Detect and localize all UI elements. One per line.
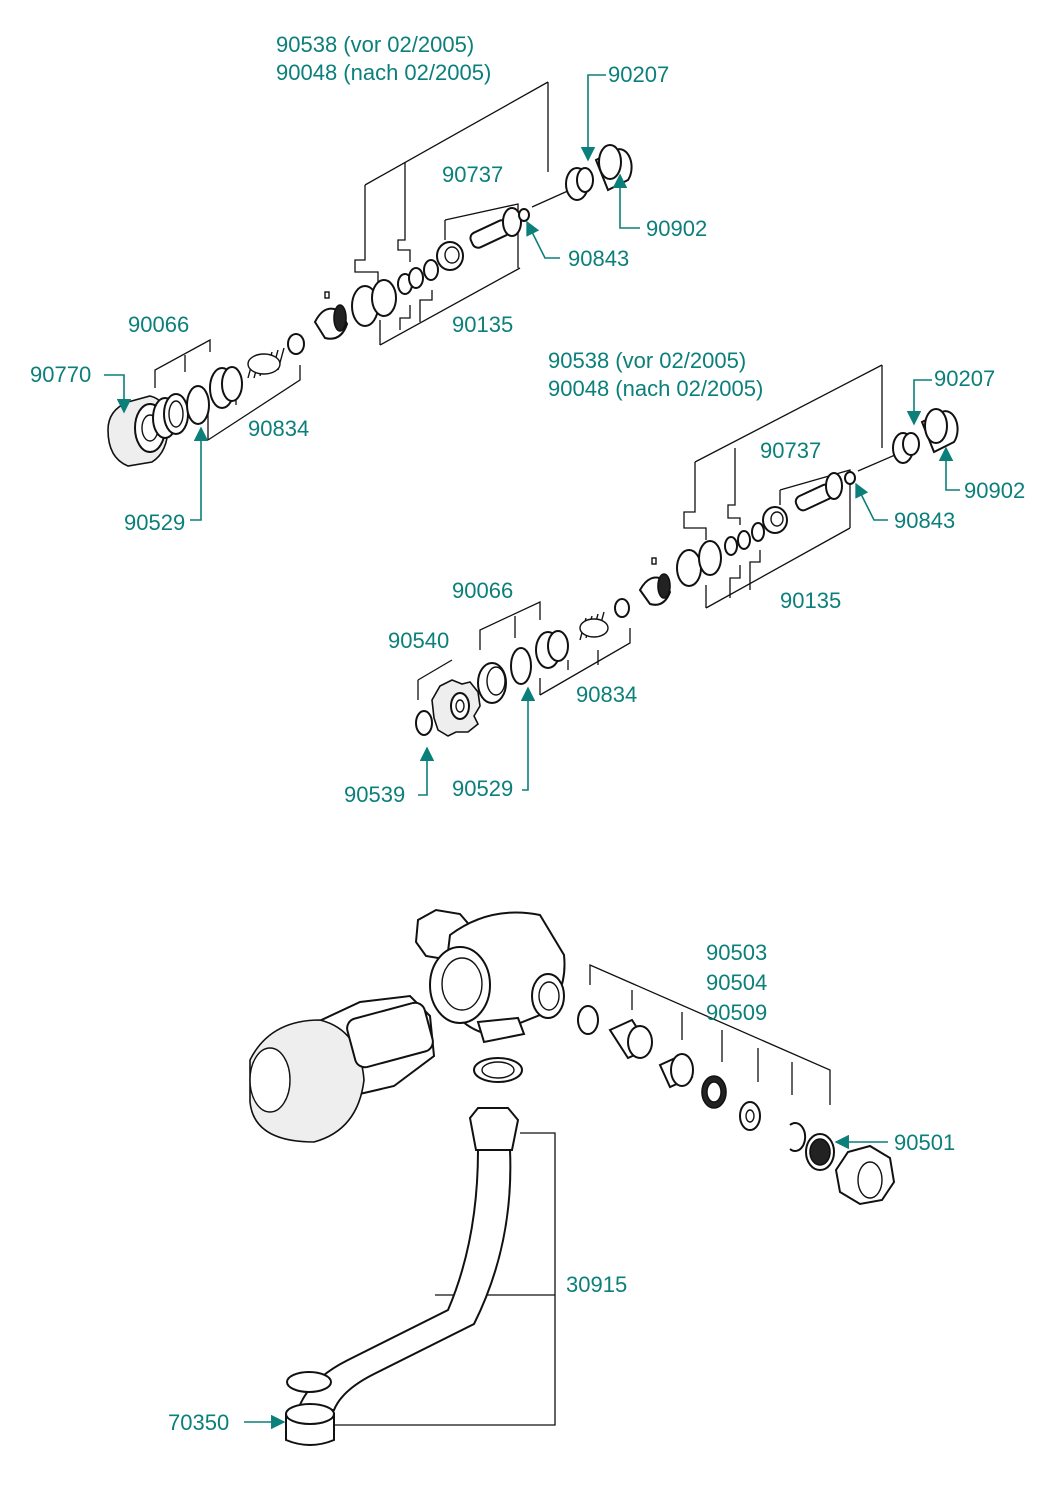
spindle-b bbox=[794, 472, 843, 512]
assembly-b-arrows bbox=[418, 379, 960, 796]
label-a-90066: 90066 bbox=[128, 312, 189, 337]
handwheel-b bbox=[431, 679, 481, 737]
thermostat-body bbox=[249, 994, 436, 1143]
label-b-90135: 90135 bbox=[780, 588, 841, 613]
label-c-30915: 30915 bbox=[566, 1272, 627, 1297]
aerator bbox=[285, 1403, 335, 1446]
o-ring-a bbox=[186, 385, 210, 425]
label-a-90529: 90529 bbox=[124, 510, 185, 535]
label-c-90503: 90503 bbox=[706, 940, 767, 965]
sleeve-c bbox=[658, 1053, 694, 1089]
label-a-90048: 90048 (nach 02/2005) bbox=[276, 60, 491, 85]
label-a-90902: 90902 bbox=[646, 216, 707, 241]
top-part-b bbox=[892, 432, 920, 464]
label-b-90843: 90843 bbox=[894, 508, 955, 533]
assembly-c-parts bbox=[249, 908, 896, 1446]
label-b-90538: 90538 (vor 02/2005) bbox=[548, 348, 746, 373]
cap-a bbox=[594, 144, 633, 192]
spring-b bbox=[579, 611, 609, 641]
spring-a bbox=[247, 347, 285, 379]
label-b-90207: 90207 bbox=[934, 366, 995, 391]
assembly-c-arrows bbox=[244, 1134, 888, 1430]
label-c-90504: 90504 bbox=[706, 970, 767, 995]
label-a-90834: 90834 bbox=[248, 416, 309, 441]
label-a-90737: 90737 bbox=[442, 162, 503, 187]
label-a-90770: 90770 bbox=[30, 362, 91, 387]
label-c-90501: 90501 bbox=[894, 1130, 955, 1155]
label-b-90902: 90902 bbox=[964, 478, 1025, 503]
top-part-a bbox=[565, 167, 594, 201]
assembly-a-parts bbox=[107, 144, 633, 467]
label-b-90048: 90048 (nach 02/2005) bbox=[548, 376, 763, 401]
clip-b bbox=[638, 557, 672, 606]
union-nut-c bbox=[834, 1144, 896, 1206]
assembly-b: 90538 (vor 02/2005) 90048 (nach 02/2005)… bbox=[344, 348, 1025, 807]
label-b-90834: 90834 bbox=[576, 682, 637, 707]
washer-a bbox=[287, 333, 305, 355]
cap-b bbox=[920, 408, 959, 454]
assembly-a-arrows bbox=[104, 74, 640, 521]
cap-disc-b bbox=[415, 710, 433, 736]
assembly-b-leader-lines bbox=[417, 364, 883, 700]
valve-body bbox=[414, 908, 566, 1044]
label-b-90540: 90540 bbox=[388, 628, 449, 653]
assembly-a: 90538 (vor 02/2005) 90048 (nach 02/2005)… bbox=[30, 32, 707, 535]
assembly-b-parts bbox=[415, 408, 959, 737]
label-b-90529: 90529 bbox=[452, 776, 513, 801]
label-c-90509: 90509 bbox=[706, 1000, 767, 1025]
clip-a bbox=[313, 291, 349, 340]
label-b-90737: 90737 bbox=[760, 438, 821, 463]
label-a-90135: 90135 bbox=[452, 312, 513, 337]
assembly-c-leader-lines bbox=[330, 964, 831, 1426]
label-a-90843: 90843 bbox=[568, 246, 629, 271]
assembly-a-leader-lines bbox=[154, 81, 549, 441]
spindle-a bbox=[469, 207, 522, 249]
connector-c bbox=[608, 1018, 653, 1060]
label-a-90207: 90207 bbox=[608, 62, 669, 87]
spout bbox=[286, 1107, 520, 1411]
assembly-c: 90503 90504 90509 90501 30915 70350 bbox=[168, 908, 955, 1446]
label-c-70350: 70350 bbox=[168, 1410, 229, 1435]
label-b-90066: 90066 bbox=[452, 578, 513, 603]
label-a-90538: 90538 (vor 02/2005) bbox=[276, 32, 474, 57]
label-b-90539: 90539 bbox=[344, 782, 405, 807]
